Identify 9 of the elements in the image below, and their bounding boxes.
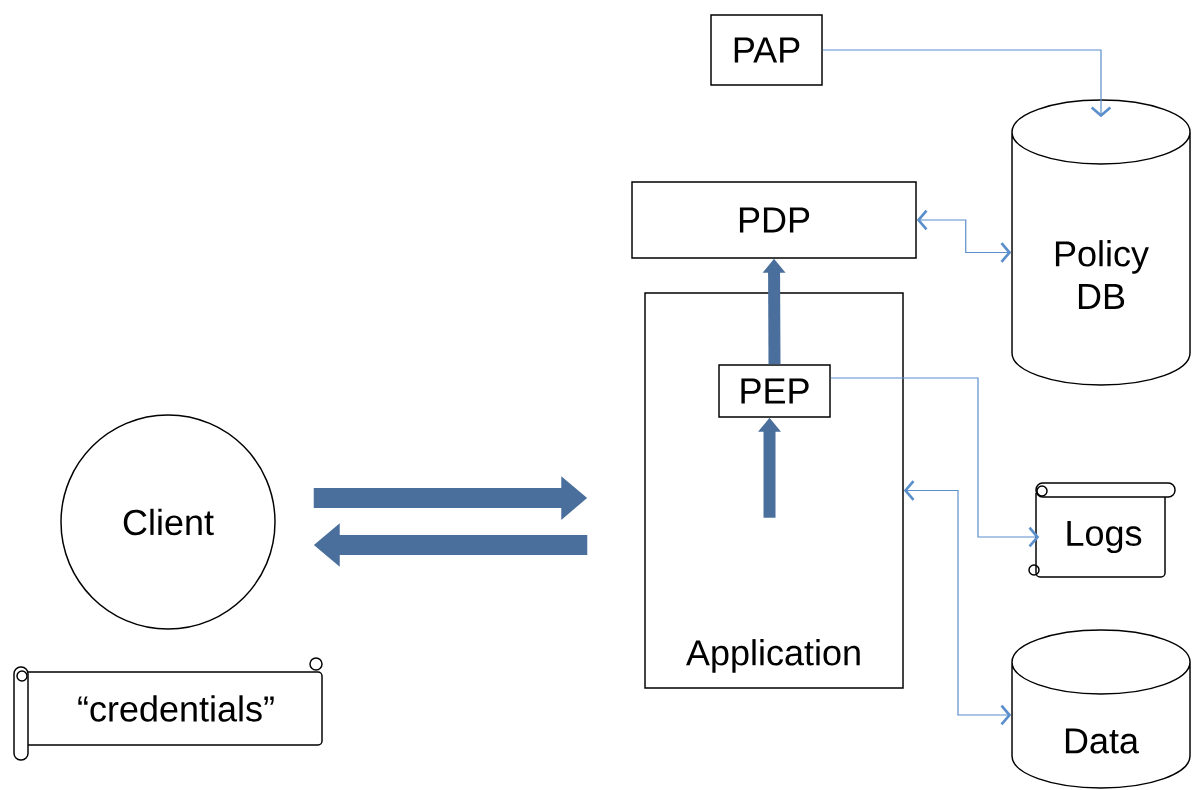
arrow [830,377,1040,548]
process-box: PAP [710,14,823,86]
database-cylinder: Policy DB [1011,99,1191,386]
database-cylinder: Data [1011,629,1191,789]
arrow [916,209,1012,263]
arrow [903,480,1012,726]
process-box: PDP [631,181,917,259]
process-box: PEP [718,364,831,418]
arrow [822,49,1112,118]
